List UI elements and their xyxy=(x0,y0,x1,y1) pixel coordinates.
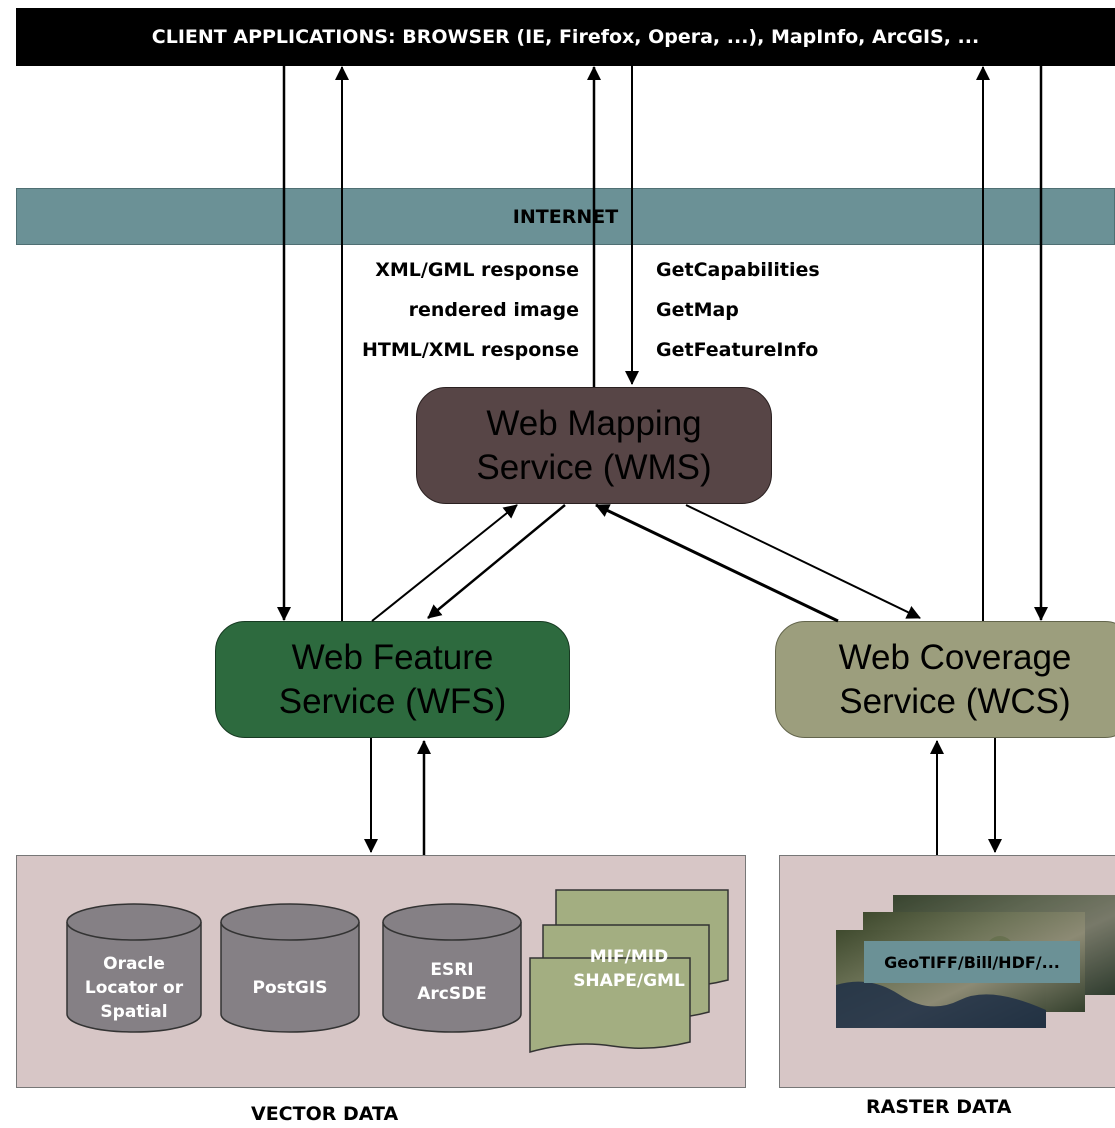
response-label: XML/GML response xyxy=(375,259,579,281)
request-label: GetCapabilities xyxy=(656,259,820,281)
raster-data-label: RASTER DATA xyxy=(866,1096,1012,1118)
wfs-service-box: Web Feature Service (WFS) xyxy=(215,621,570,738)
arrow-wms-to-wfs xyxy=(427,504,566,619)
arrow-wfs-to-wms xyxy=(371,504,518,622)
wms-service-box: Web Mapping Service (WMS) xyxy=(416,387,772,504)
files-label-line: MIF/MID xyxy=(589,947,669,967)
raster-formats-label: GeoTIFF/Bill/HDF/... xyxy=(864,941,1080,983)
database-oracle: Oracle Locator or Spatial xyxy=(67,948,201,1028)
wcs-service-box: Web Coverage Service (WCS) xyxy=(775,621,1115,738)
database-label-line: Spatial xyxy=(100,1002,168,1022)
response-label: HTML/XML response xyxy=(361,339,579,361)
wfs-title-line1: Web Feature xyxy=(291,637,494,677)
response-label: rendered image xyxy=(408,299,579,321)
database-label-line: Oracle xyxy=(103,954,165,974)
wcs-title-line2: Service (WCS) xyxy=(839,681,1071,721)
wms-title-line2: Service (WMS) xyxy=(476,447,712,487)
internet-bar: INTERNET xyxy=(16,188,1115,245)
database-label-line: Locator or xyxy=(84,978,184,998)
database-label-line: ArcSDE xyxy=(417,984,487,1004)
arrow-wms-to-wcs xyxy=(685,504,921,619)
database-label-line: PostGIS xyxy=(252,978,328,998)
database-label-line: ESRI xyxy=(430,960,474,980)
client-applications-bar: CLIENT APPLICATIONS: BROWSER (IE, Firefo… xyxy=(16,8,1115,66)
wcs-title-line1: Web Coverage xyxy=(838,637,1072,677)
files-label-line: SHAPE/GML xyxy=(573,971,685,991)
database-esri-arcsde: ESRI ArcSDE xyxy=(383,942,521,1022)
wfs-title-line2: Service (WFS) xyxy=(278,681,507,721)
request-label: GetMap xyxy=(656,299,739,321)
vector-data-label: VECTOR DATA xyxy=(251,1103,399,1125)
database-postgis: PostGIS xyxy=(221,948,359,1028)
wms-title-line1: Web Mapping xyxy=(486,403,702,443)
request-label: GetFeatureInfo xyxy=(656,339,819,361)
arrow-wcs-to-wms xyxy=(595,503,839,623)
vector-files-label: MIF/MID SHAPE/GML xyxy=(556,944,702,994)
